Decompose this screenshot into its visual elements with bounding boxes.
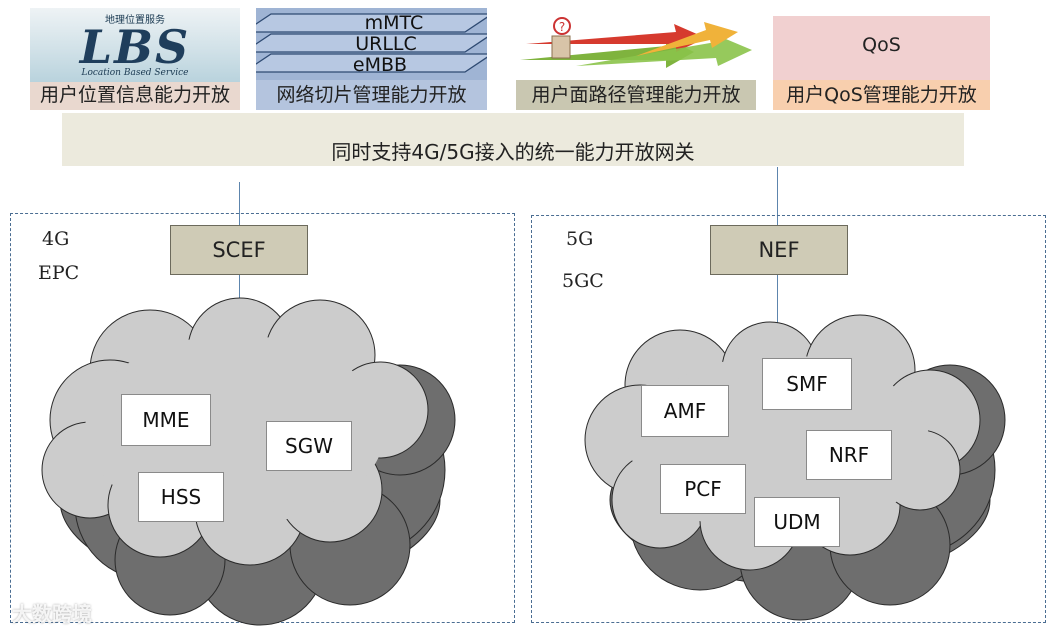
- amf-node: AMF: [641, 385, 729, 437]
- epc-core-label: EPC: [38, 262, 80, 284]
- unified-exposure-gateway: 同时支持4G/5G接入的统一能力开放网关: [62, 113, 964, 166]
- 5gc-generation-label: 5G: [566, 228, 594, 250]
- watermark: 大数跨境: [12, 602, 92, 626]
- lbs-logo-subtitle: Location Based Service: [81, 68, 189, 78]
- slice-layer-urllc: URLLC: [355, 33, 417, 55]
- path-capability-label: 用户面路径管理能力开放: [516, 80, 756, 110]
- nef-cloud-link: [777, 275, 778, 338]
- nef-box: NEF: [710, 225, 848, 275]
- lbs-capability-label: 用户位置信息能力开放: [39, 84, 230, 106]
- lbs-logo-top-text: 地理位置服务: [105, 15, 165, 26]
- mme-node: MME: [121, 394, 211, 446]
- slicing-capability-tile: mMTC URLLC eMBB 网络切片管理能力开放: [256, 8, 487, 110]
- slice-layer-mmtc: mMTC: [365, 12, 424, 34]
- 5gc-domain: [531, 215, 1046, 623]
- scef-box: SCEF: [170, 225, 308, 275]
- lbs-capability-tile: 地理位置服务 LBS Location Based Service 用户位置信息…: [30, 8, 240, 110]
- sgw-node: SGW: [266, 421, 352, 471]
- pcf-node: PCF: [660, 464, 746, 514]
- path-arrows-icon: ?: [520, 17, 752, 68]
- qos-capability-tile: QoS 用户QoS管理能力开放: [773, 16, 990, 110]
- udm-node: UDM: [754, 497, 840, 547]
- qos-title: QoS: [862, 34, 901, 56]
- gateway-scef-link: [239, 182, 240, 226]
- lbs-logo-text: LBS: [79, 20, 191, 74]
- svg-text:?: ?: [559, 20, 565, 34]
- qos-capability-label: 用户QoS管理能力开放: [773, 80, 990, 110]
- path-capability-tile: ? 用户面路径管理能力开放: [516, 8, 756, 110]
- gateway-nef-link: [777, 167, 778, 226]
- 5gc-core-label: 5GC: [562, 270, 604, 292]
- hss-node: HSS: [138, 472, 224, 522]
- slice-layers-icon: mMTC URLLC eMBB: [256, 12, 487, 76]
- slicing-capability-label: 网络切片管理能力开放: [256, 80, 487, 110]
- epc-generation-label: 4G: [42, 228, 70, 250]
- slice-layer-embb: eMBB: [353, 54, 407, 76]
- nrf-node: NRF: [806, 430, 892, 480]
- lbs-logo: 地理位置服务 LBS Location Based Service: [30, 8, 240, 82]
- smf-node: SMF: [762, 358, 852, 410]
